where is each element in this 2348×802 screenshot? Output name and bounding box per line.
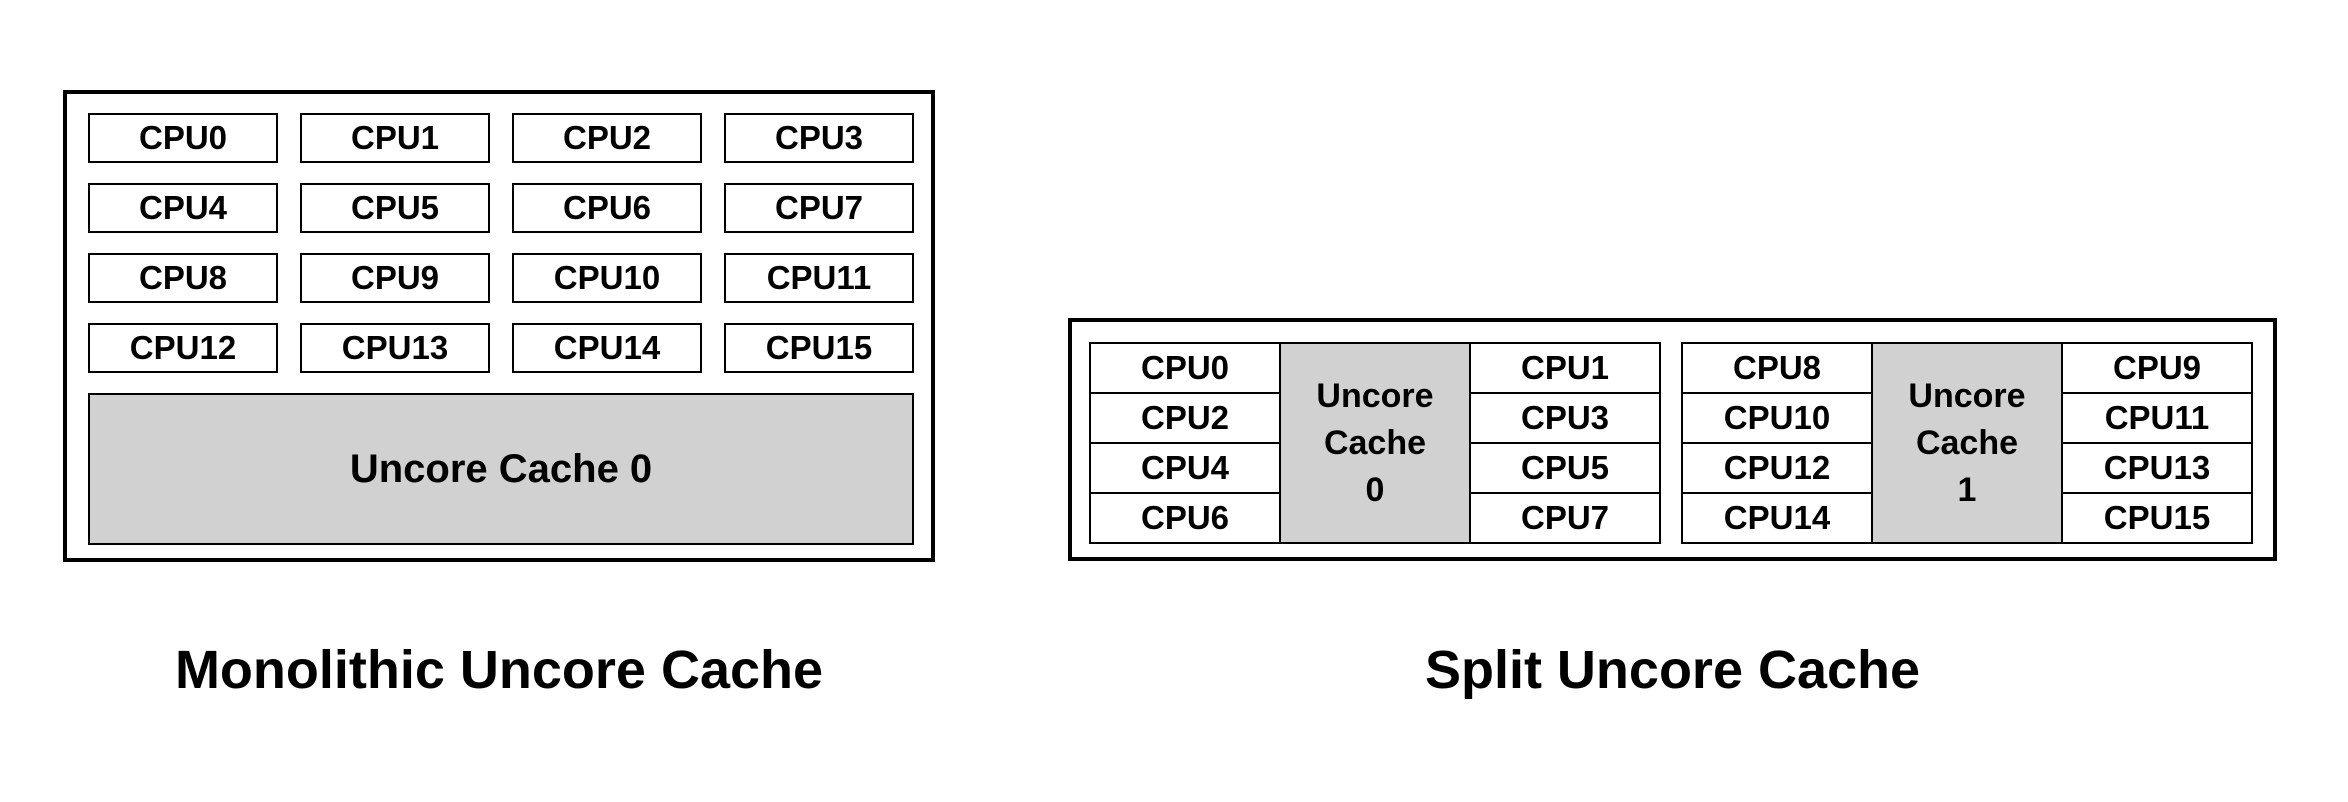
cluster-1: CPU8 CPU10 CPU12 CPU14 Uncore Cache 1 CP… [1681, 342, 2253, 544]
cache-label-line: Uncore [1908, 376, 2026, 415]
cpu-cell: CPU9 [2063, 344, 2251, 392]
cache-label-line: Cache [1915, 423, 2019, 462]
split-clusters: CPU0 CPU2 CPU4 CPU6 Uncore Cache 0 CPU1 … [1089, 342, 2253, 544]
cpu-cell: CPU14 [1683, 494, 1871, 542]
monolithic-caption: Monolithic Uncore Cache [174, 640, 824, 700]
cpu-box: CPU1 [300, 113, 490, 163]
cpu-box: CPU12 [88, 323, 278, 373]
cache-label-line: Uncore [1316, 376, 1434, 415]
cpu-cell: CPU13 [2063, 444, 2251, 492]
cpu-cell: CPU7 [1471, 494, 1659, 542]
cpu-cell: CPU3 [1471, 394, 1659, 442]
cpu-box: CPU7 [724, 183, 914, 233]
cpu-box: CPU3 [724, 113, 914, 163]
cache-label-line: 0 [1365, 470, 1385, 509]
cpu-box: CPU14 [512, 323, 702, 373]
cluster-0-right-column: CPU1 CPU3 CPU5 CPU7 [1471, 344, 1659, 542]
uncore-cache-0-box: Uncore Cache 0 [88, 393, 914, 545]
cluster-0-left-column: CPU0 CPU2 CPU4 CPU6 [1091, 344, 1279, 542]
cpu-box: CPU0 [88, 113, 278, 163]
cpu-box: CPU10 [512, 253, 702, 303]
cpu-cell: CPU10 [1683, 394, 1871, 442]
cpu-cell: CPU15 [2063, 494, 2251, 542]
cpu-cell: CPU6 [1091, 494, 1279, 542]
cache-label-line: Cache [1323, 423, 1427, 462]
cluster-1-left-column: CPU8 CPU10 CPU12 CPU14 [1683, 344, 1871, 542]
cpu-box: CPU4 [88, 183, 278, 233]
monolithic-cpu-grid: CPU0 CPU1 CPU2 CPU3 CPU4 CPU5 CPU6 CPU7 … [88, 113, 914, 373]
cpu-box: CPU11 [724, 253, 914, 303]
monolithic-diagram-box: CPU0 CPU1 CPU2 CPU3 CPU4 CPU5 CPU6 CPU7 … [63, 90, 935, 562]
cpu-cell: CPU4 [1091, 444, 1279, 492]
split-caption: Split Uncore Cache [1424, 640, 1921, 700]
uncore-cache-1-split-box: Uncore Cache 1 [1873, 344, 2061, 542]
uncore-cache-0-split-box: Uncore Cache 0 [1281, 344, 1469, 542]
cache-label-line: 1 [1957, 470, 1977, 509]
cpu-box: CPU6 [512, 183, 702, 233]
cpu-cell: CPU5 [1471, 444, 1659, 492]
cpu-cell: CPU1 [1471, 344, 1659, 392]
cpu-box: CPU13 [300, 323, 490, 373]
split-diagram-box: CPU0 CPU2 CPU4 CPU6 Uncore Cache 0 CPU1 … [1068, 318, 2277, 561]
cpu-cell: CPU2 [1091, 394, 1279, 442]
cluster-0: CPU0 CPU2 CPU4 CPU6 Uncore Cache 0 CPU1 … [1089, 342, 1661, 544]
cpu-box: CPU15 [724, 323, 914, 373]
cpu-cell: CPU0 [1091, 344, 1279, 392]
cpu-box: CPU2 [512, 113, 702, 163]
cpu-cell: CPU11 [2063, 394, 2251, 442]
cluster-1-right-column: CPU9 CPU11 CPU13 CPU15 [2063, 344, 2251, 542]
cpu-box: CPU9 [300, 253, 490, 303]
cpu-cell: CPU12 [1683, 444, 1871, 492]
cpu-box: CPU8 [88, 253, 278, 303]
cpu-cell: CPU8 [1683, 344, 1871, 392]
cpu-box: CPU5 [300, 183, 490, 233]
